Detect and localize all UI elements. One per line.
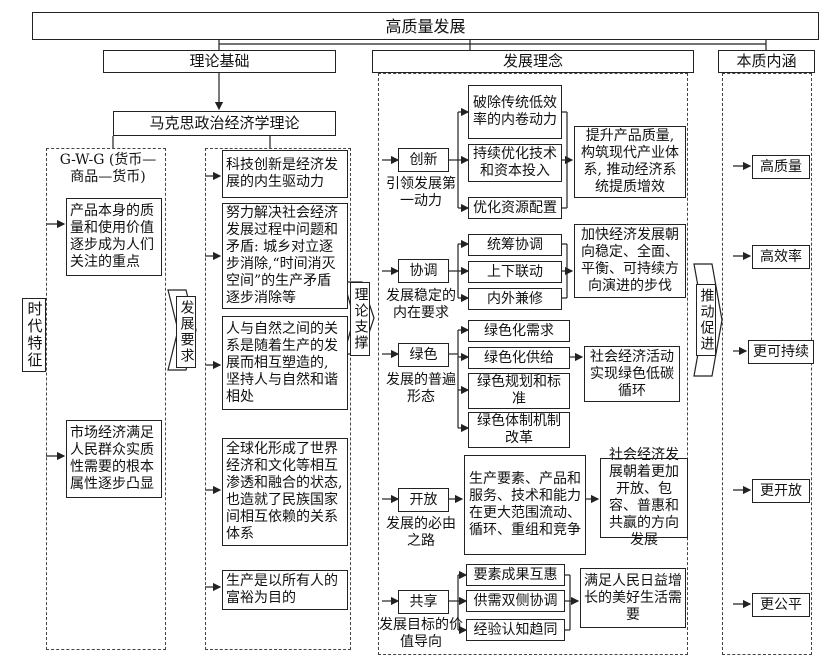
share-sub: 供需双侧协调 xyxy=(466,590,565,612)
concept-innovation: 创新 xyxy=(398,148,449,172)
requirement-item: 人与自然之间的关系是随着生产的发展而相互塑造的, 坚持人与自然和谐相处 xyxy=(222,316,348,410)
concept-green: 绿色 xyxy=(398,343,449,367)
support-label: 理论支撑 xyxy=(350,282,370,356)
essence-item: 更可持续 xyxy=(748,340,814,364)
concept-share-desc: 发展目标的价值导向 xyxy=(379,617,463,650)
concept-container xyxy=(378,73,688,655)
essence-item: 高效率 xyxy=(752,245,810,269)
requirement-item: 全球化形成了世界经济和文化等相互渗透和融合的状态, 也造就了民族国家间相互依赖的… xyxy=(222,438,348,546)
coordination-sub: 统筹协调 xyxy=(468,234,562,256)
green-result: 社会经济活动实现绿色低碳循环 xyxy=(584,346,680,402)
era-item-quality: 产品本身的质量和使用价值逐步成为人们关注的重点 xyxy=(66,198,162,276)
header-concept: 发展理念 xyxy=(372,50,694,73)
concept-open: 开放 xyxy=(398,488,449,512)
essence-item: 高质量 xyxy=(752,155,810,179)
coordination-result: 加快经济发展朝向稳定、全面、平衡、可持续方向演进的步伐 xyxy=(574,224,686,298)
requirement-item: 科技创新是经济发展的内生驱动力 xyxy=(222,150,348,198)
green-sub: 绿色体制机制改革 xyxy=(468,412,570,448)
header-essence: 本质内涵 xyxy=(718,50,815,73)
header-theory: 理论基础 xyxy=(103,50,336,73)
coordination-sub: 内外兼修 xyxy=(468,288,562,310)
open-result: 社会经济发展朝着更加开放、包容、普惠和共赢的方向发展 xyxy=(600,447,688,548)
innovation-result: 提升产品质量, 构筑现代产业体系, 推动经济系统提质增效 xyxy=(574,126,686,198)
green-sub: 绿色化供给 xyxy=(468,347,570,369)
essence-container xyxy=(722,73,812,655)
concept-innovation-desc: 引领发展第一动力 xyxy=(386,176,456,209)
promote-label: 推动促进 xyxy=(696,284,716,356)
page-title: 高质量发展 xyxy=(32,12,819,40)
concept-coordination: 协调 xyxy=(398,259,449,283)
requirement-item: 生产是以所有人的富裕为目的 xyxy=(222,570,348,610)
concept-open-desc: 发展的必由之路 xyxy=(386,516,456,549)
innovation-sub: 优化资源配置 xyxy=(468,197,562,219)
requirement-label: 发展要求 xyxy=(176,296,196,368)
marx-theory-box: 马克思政治经济学理论 xyxy=(113,111,336,136)
green-sub: 绿色规划和标准 xyxy=(468,373,570,409)
concept-share: 共享 xyxy=(398,590,449,614)
innovation-sub: 破除传统低效率的内卷动力 xyxy=(468,85,562,139)
essence-item: 更公平 xyxy=(752,593,810,617)
share-sub: 经验认知趋同 xyxy=(466,619,565,641)
gwg-text: G-W-G (货币—商品—货币) xyxy=(59,152,157,185)
concept-coordination-desc: 发展稳定的内在要求 xyxy=(386,288,456,321)
requirement-item: 努力解决社会经济发展过程中问题和矛盾: 城乡对立逐步消除,“时间消灭空间”的生产… xyxy=(222,203,348,309)
era-label: 时代特征 xyxy=(22,298,46,372)
share-sub: 要素成果互惠 xyxy=(466,564,565,586)
share-result: 满足人民日益增长的美好生活需要 xyxy=(580,568,686,628)
innovation-sub: 持续优化技术和资本投入 xyxy=(468,144,562,182)
concept-green-desc: 发展的普遍形态 xyxy=(386,372,456,405)
green-sub: 绿色化需求 xyxy=(468,320,570,342)
open-sub: 生产要素、产品和服务、技术和能力在更大范围流动、循环、重组和竞争 xyxy=(464,455,586,555)
era-container xyxy=(46,148,166,650)
requirement-container xyxy=(205,148,351,650)
coordination-sub: 上下联动 xyxy=(468,261,562,283)
essence-item: 更开放 xyxy=(752,479,810,503)
era-item-market: 市场经济满足人民群众实质性需要的根本属性逐步凸显 xyxy=(66,420,162,498)
